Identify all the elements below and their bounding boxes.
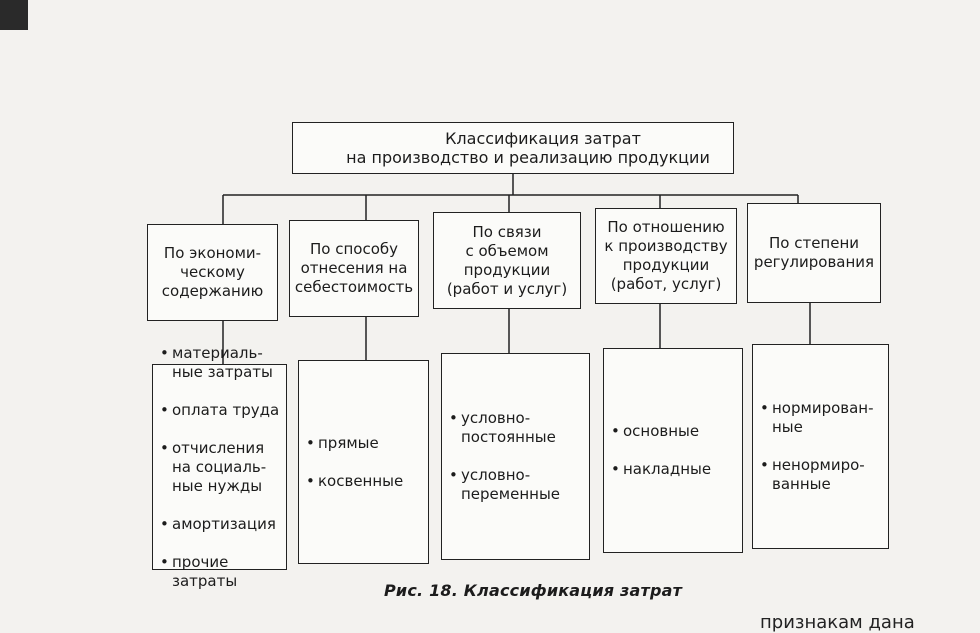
items-box-volume: условно- постоянные условно- переменные: [441, 353, 590, 560]
figure-caption: Рис. 18. Классификация затрат: [384, 581, 683, 600]
root-line-2: на производство и реализацию продукции: [346, 148, 710, 167]
category-label: По степени регулирования: [753, 234, 875, 271]
category-box-cost-assignment: По способу отнесения на себестоимость: [289, 220, 419, 317]
list-item: амортизация: [159, 515, 280, 534]
root-line-1: Классификация затрат: [445, 129, 641, 148]
category-label: По экономи- ческому содержанию: [161, 244, 264, 300]
items-box-cost-assignment: прямые косвенные: [298, 360, 429, 564]
category-label: По отношению к производству продукции (р…: [604, 218, 728, 293]
list-item: прочие затраты: [159, 553, 280, 591]
category-box-regulation: По степени регулирования: [747, 203, 881, 303]
category-box-production: По отношению к производству продукции (р…: [595, 208, 737, 304]
list-item: косвенные: [305, 472, 422, 491]
category-box-economic: По экономи- ческому содержанию: [147, 224, 278, 321]
list-item: материаль- ные затраты: [159, 344, 280, 382]
list-item: оплата труда: [159, 401, 280, 420]
list-item: условно- постоянные: [448, 409, 583, 447]
items-box-economic: материаль- ные затраты оплата труда отчи…: [152, 344, 287, 590]
page-edge-shadow: [0, 0, 28, 30]
list-item: накладные: [610, 460, 736, 479]
items-box-regulation: нормирован- ные ненормиро- ванные: [752, 344, 889, 549]
items-box-production: основные накладные: [603, 348, 743, 553]
body-text-fragment: признакам дана: [760, 612, 915, 633]
list-item: основные: [610, 422, 736, 441]
category-label: По связи с объемом продукции (работ и ус…: [446, 222, 568, 298]
category-box-volume: По связи с объемом продукции (работ и ус…: [433, 212, 581, 309]
list-item: нормирован- ные: [759, 399, 882, 437]
list-item: ненормиро- ванные: [759, 456, 882, 494]
list-item: прямые: [305, 434, 422, 453]
list-item: условно- переменные: [448, 466, 583, 504]
category-label: По способу отнесения на себестоимость: [294, 240, 414, 296]
root-box: Классификация затрат на производство и р…: [292, 122, 734, 174]
list-item: отчисления на социаль- ные нужды: [159, 439, 280, 496]
